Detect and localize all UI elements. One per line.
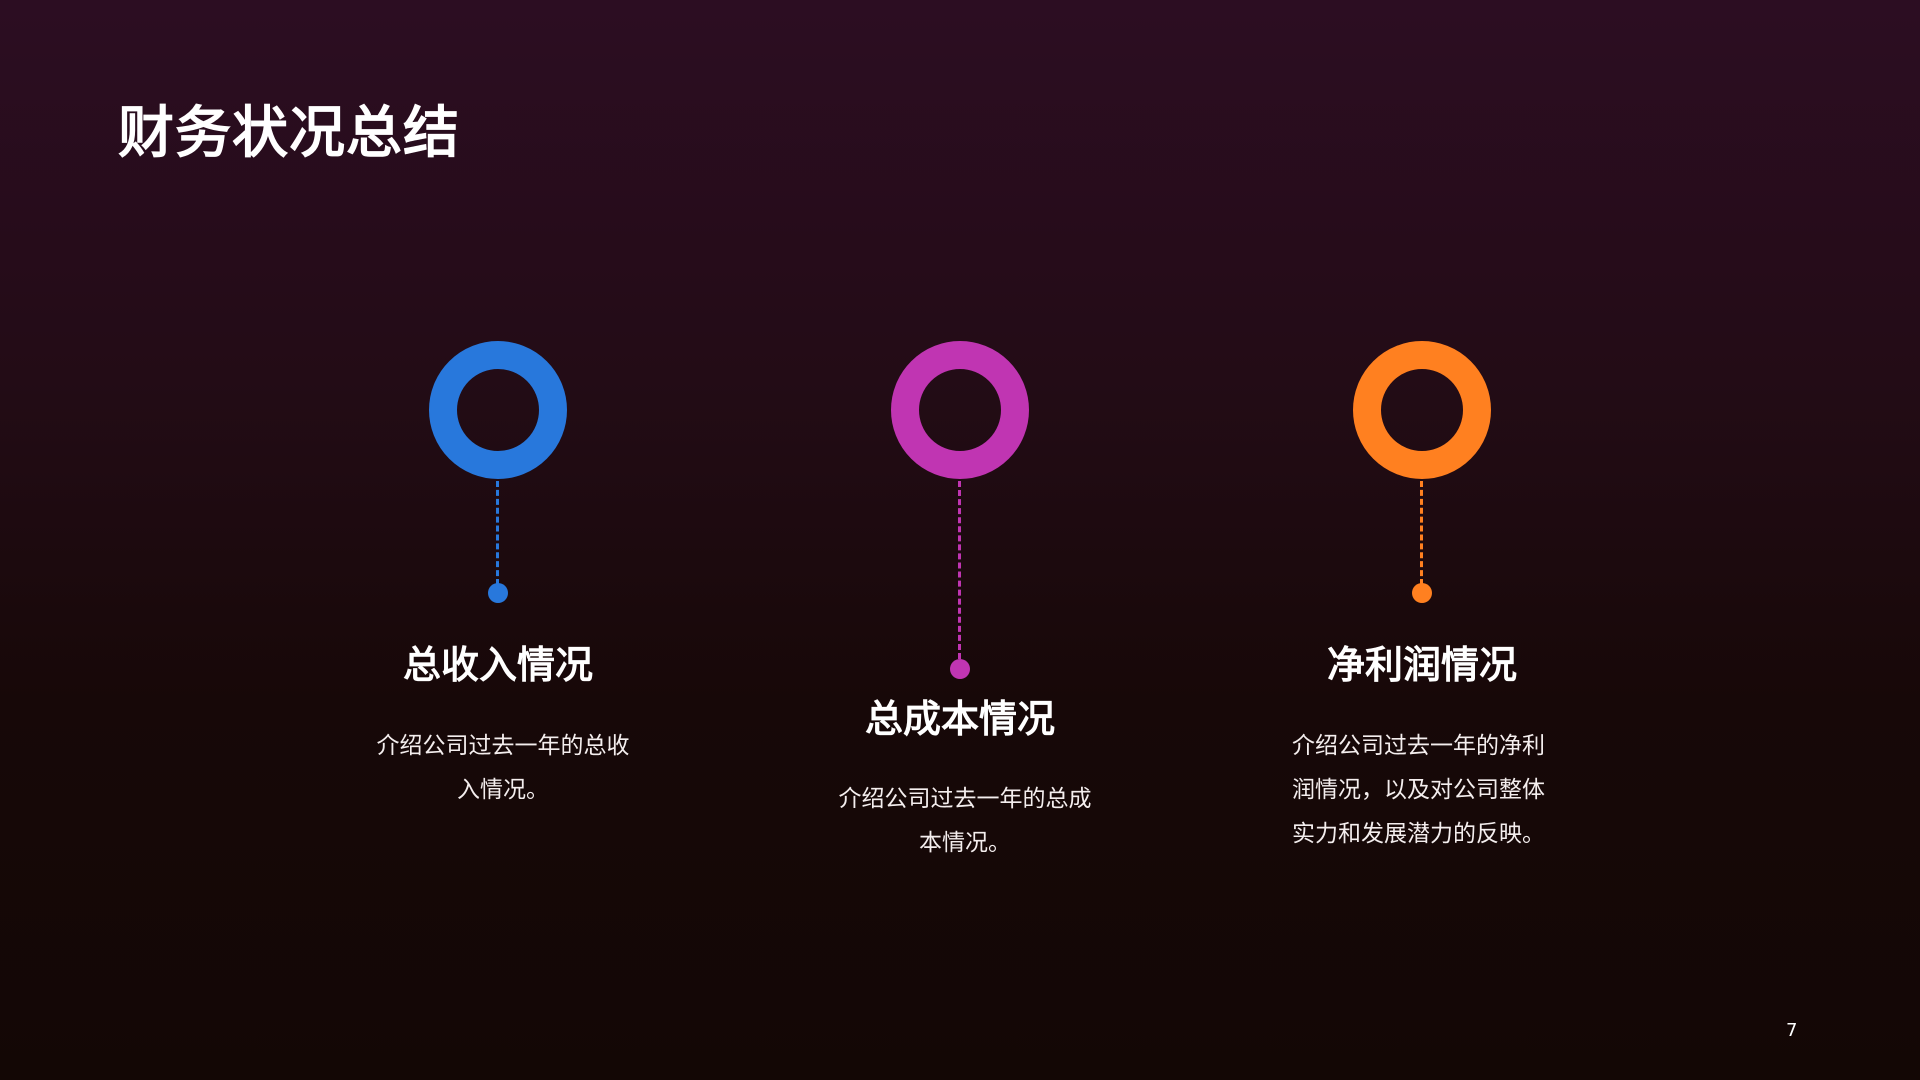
- item-heading: 总收入情况: [402, 643, 593, 687]
- ring-icon: [1353, 341, 1491, 479]
- dashed-connector: [1420, 481, 1423, 585]
- item-heading: 总成本情况: [864, 697, 1055, 741]
- item-description: 介绍公司过去一年的总成本情况。: [838, 786, 1092, 856]
- dot-icon: [950, 659, 970, 679]
- dot-icon: [1412, 583, 1432, 603]
- dashed-connector: [958, 481, 961, 659]
- item-heading: 净利润情况: [1326, 643, 1517, 687]
- dashed-connector: [496, 481, 499, 585]
- item-description: 介绍公司过去一年的总收入情况。: [376, 733, 630, 803]
- item-description: 介绍公司过去一年的净利润情况，以及对公司整体实力和发展潜力的反映。: [1292, 733, 1545, 847]
- dot-icon: [488, 583, 508, 603]
- ring-icon: [429, 341, 567, 479]
- ring-icon: [891, 341, 1029, 479]
- page-number: 7: [1786, 1020, 1798, 1041]
- page-title: 财务状况总结: [118, 101, 460, 166]
